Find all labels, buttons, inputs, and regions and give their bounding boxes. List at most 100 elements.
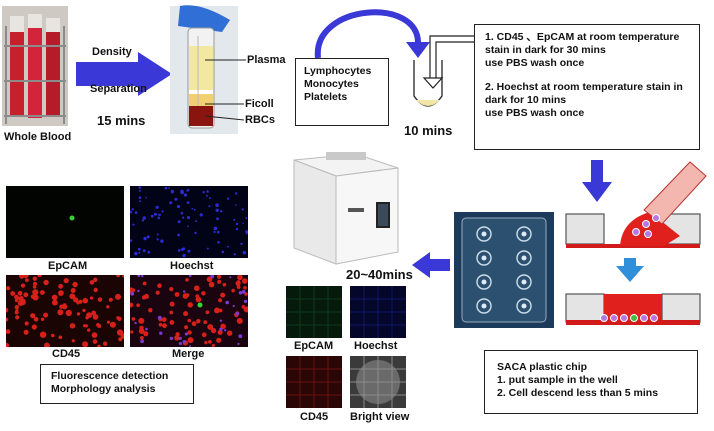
merge-nucleus-cell-dot <box>235 311 239 316</box>
merge-cell-dot <box>130 302 134 308</box>
merge-label: Merge <box>172 348 205 360</box>
merge-cell-dot <box>142 281 147 286</box>
merge-cell-dot <box>231 288 235 293</box>
merge-cell-dot <box>138 317 145 324</box>
merge-cell-dot <box>158 322 163 327</box>
merge-nucleus-cell-dot <box>169 336 173 341</box>
hoechst-cell-dot <box>182 253 186 258</box>
merge-ctc-dot <box>197 302 203 308</box>
merge-cell-dot <box>162 323 167 329</box>
cd45-cell-dot <box>23 329 29 335</box>
cd45-cell-dot <box>106 305 110 309</box>
merge-cell-dot <box>243 286 247 290</box>
hoechst-cell-dot <box>221 250 225 254</box>
hoechst-image <box>130 186 248 258</box>
hoechst-cell-dot <box>199 213 203 217</box>
hoechst-cell-dot <box>235 204 237 206</box>
cd45-image-canvas <box>6 275 124 347</box>
hoechst-cell-dot <box>194 231 197 235</box>
merge-cell-dot <box>218 298 223 303</box>
merge-cell-dot <box>130 330 134 334</box>
merge-nucleus-cell-dot <box>243 299 248 304</box>
hoechst-cell-dot <box>187 225 189 228</box>
cd45-cell-dot <box>92 314 99 320</box>
chip-wells-icon <box>454 212 554 328</box>
hoechst-cell-dot <box>156 233 159 236</box>
cd45-cell-dot <box>70 288 76 293</box>
merge-cell-dot <box>201 291 206 296</box>
merge-nucleus-cell-dot <box>183 290 186 293</box>
merge-cell-dot <box>235 280 241 286</box>
merge-nucleus-cell-dot <box>178 341 182 346</box>
ficoll-label: Ficoll <box>245 98 274 110</box>
hoechst-image-canvas <box>130 186 248 258</box>
merge-cell-dot <box>131 288 136 293</box>
cd45-cell-dot <box>85 316 89 320</box>
cd45-cell-dot <box>17 290 23 296</box>
rbcs-label: RBCs <box>245 114 275 126</box>
cd45-cell-dot <box>115 293 121 300</box>
merge-nucleus-cell-dot <box>157 315 162 320</box>
hoechst-cell-dot <box>177 220 181 224</box>
hoechst-cell-dot <box>242 251 246 255</box>
merge-nucleus-cell-dot <box>130 291 135 296</box>
hoechst-cell-dot <box>177 233 180 237</box>
merge-nucleus-cell-dot <box>189 345 192 347</box>
stain-time: 10 mins <box>404 123 453 138</box>
hoechst-cell-dot <box>134 251 138 256</box>
cd45-cell-dot <box>23 292 29 298</box>
merge-cell-dot <box>203 320 208 325</box>
hoechst-cell-dot <box>160 239 164 243</box>
merge-cell-dot <box>183 311 189 317</box>
chip-description-box: SACA plastic chip 1. put sample in the w… <box>484 350 698 414</box>
cd45-cell-dot <box>69 293 76 300</box>
merge-nucleus-cell-dot <box>134 321 137 325</box>
merge-cell-dot <box>140 336 144 340</box>
instrument-icon <box>293 152 399 265</box>
cd45-cell-dot <box>63 278 69 284</box>
small-bright-label: Bright view <box>350 411 410 423</box>
hoechst-cell-dot <box>202 191 205 194</box>
merge-nucleus-cell-dot <box>219 319 223 322</box>
hoechst-cell-dot <box>195 220 198 223</box>
cd45-cell-dot <box>43 312 49 318</box>
hoechst-cell-dot <box>164 186 168 190</box>
merge-cell-dot <box>174 292 180 297</box>
hoechst-cell-dot <box>155 213 158 215</box>
merge-cell-dot <box>131 317 136 321</box>
hoechst-cell-dot <box>139 200 142 203</box>
merge-cell-dot <box>217 329 223 335</box>
merge-nucleus-cell-dot <box>145 327 148 331</box>
cd45-cell-dot <box>58 283 63 289</box>
merge-cell-dot <box>169 287 174 292</box>
small-bright-canvas <box>350 356 406 408</box>
merge-cell-dot <box>187 302 193 308</box>
cd45-cell-dot <box>91 332 98 338</box>
merge-cell-dot <box>211 343 215 347</box>
merge-cell-dot <box>187 337 194 344</box>
cd45-cell-dot <box>51 294 58 301</box>
merge-cell-dot <box>206 276 213 283</box>
hoechst-cell-dot <box>216 217 219 221</box>
merge-cell-dot <box>148 308 153 313</box>
cd45-cell-dot <box>96 323 100 327</box>
merge-cell-dot <box>174 335 180 341</box>
merge-nucleus-cell-dot <box>225 300 229 305</box>
cd45-cell-dot <box>122 275 124 278</box>
small-hoechst-image <box>350 286 406 338</box>
hoechst-cell-dot <box>187 249 191 253</box>
merge-image-canvas <box>130 275 248 347</box>
merge-cell-dot <box>208 281 215 288</box>
hoechst-cell-dot <box>130 210 133 214</box>
cd45-cell-dot <box>69 323 76 329</box>
hoechst-cell-dot <box>180 248 184 251</box>
cd45-cell-dot <box>83 324 87 328</box>
tube-rack-icon <box>2 6 68 126</box>
cd45-cell-dot <box>89 280 95 285</box>
cd45-cell-dot <box>6 317 9 322</box>
merge-nucleus-cell-dot <box>137 275 141 277</box>
hoechst-cell-dot <box>245 217 248 220</box>
merge-cell-dot <box>220 292 226 298</box>
